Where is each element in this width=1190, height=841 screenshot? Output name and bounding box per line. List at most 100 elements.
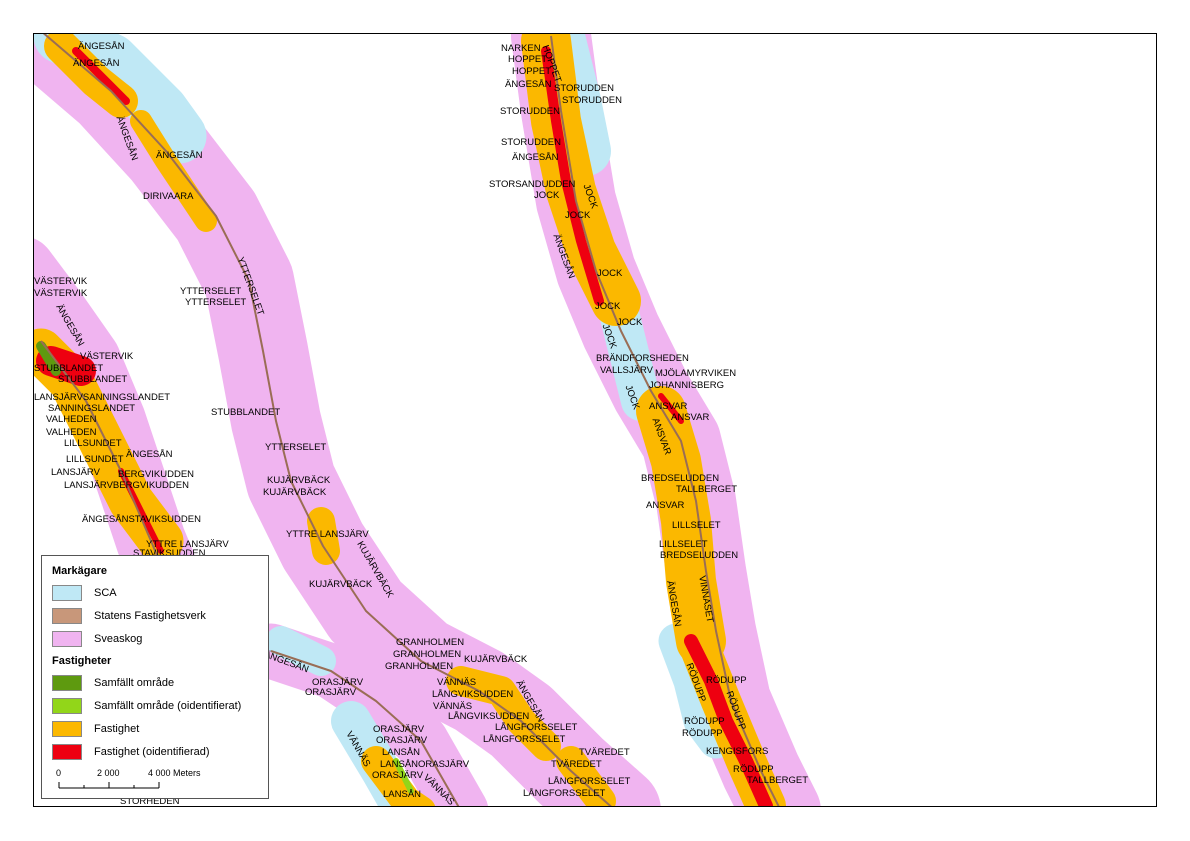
map-label: RÖDUPP (682, 728, 723, 739)
legend-swatch (52, 698, 82, 714)
map-label: RÖDUPP (684, 716, 725, 727)
legend-label: SCA (94, 587, 117, 599)
map-label: YTTRE LANSJÄRV (146, 539, 229, 550)
map-label: ÄNGESÅN (78, 41, 125, 52)
legend-item-sveaskog: Sveaskog (52, 631, 267, 649)
legend-label: Samfällt område (94, 677, 175, 689)
scale-bar: 0 2 000 4 000 Meters (52, 768, 262, 796)
map-label: LILLSELET (659, 539, 708, 550)
map-label: LÅNGVIKSUDDEN (432, 689, 514, 700)
map-label: KENGISFORS (706, 746, 769, 757)
map-label: ÄNGESÅN (156, 150, 203, 161)
map-label: BERGVIKUDDEN (118, 469, 195, 480)
scale-tick-label: 2 000 (97, 768, 120, 778)
map-label: STORUDDEN (562, 95, 622, 106)
map-label: YTTERSELET (265, 442, 327, 453)
legend-label: Samfällt område (oidentifierat) (94, 700, 242, 712)
map-label: TALLBERGET (747, 775, 809, 786)
map-label: ANSVAR (671, 412, 710, 423)
map-label: LÅNGVIKSUDDEN (448, 711, 530, 722)
map-label: HOPPET (508, 54, 548, 65)
map-label: VÄNNÄS (433, 701, 473, 712)
map-label: JOCK (534, 190, 560, 201)
legend-item-fastighet-oid: Fastighet (oidentifierad) (52, 744, 267, 762)
map-label: RÖDUPP (706, 675, 747, 686)
map-label: ORASJÄRV (305, 687, 357, 698)
map-label: LILLSUNDET (66, 454, 124, 465)
map-label: ÄNGESÅN (512, 152, 559, 163)
map-label: NARKEN (501, 43, 541, 54)
map-label: ANSVAR (649, 401, 688, 412)
map-label: YTTRE LANSJÄRV (286, 529, 369, 540)
map-label: JOCK (597, 268, 623, 279)
map-label: STUBBLANDET (58, 374, 128, 385)
map-label: BREDSELUDDEN (660, 550, 739, 561)
map-label: BREDSELUDDEN (641, 473, 720, 484)
map-label: STUBBLANDET (34, 363, 104, 374)
map-label: LÅNGFORSSELET (548, 776, 631, 787)
map-label: RÖDUPP (733, 764, 774, 775)
scale-bar-graphic (58, 782, 160, 789)
legend-heading-owner: Markägare (52, 565, 108, 577)
map-label: STAVIKSUDDEN (133, 548, 206, 559)
samfallt-area (36, 341, 414, 794)
map-label: GRANHOLMEN (396, 637, 465, 648)
map-label: KUJÄRVBÄCK (309, 579, 373, 590)
map-label: TALLBERGET (676, 484, 738, 495)
legend-swatch (52, 675, 82, 691)
map-label: ORASJÄRV (372, 770, 424, 781)
map-label: LANSJÄRV (51, 467, 100, 478)
legend-swatch (52, 744, 82, 760)
map-label: KUJÄRVBÄCK (464, 654, 528, 665)
map-label: VÄSTERVIK (34, 276, 88, 287)
map-label: JOHANNISBERG (649, 380, 724, 391)
map-label: GRANHOLMEN (385, 661, 454, 672)
map-label: GRANHOLMEN (393, 649, 462, 660)
map-label: VÄSTERVIK (80, 351, 134, 362)
map-label: LÅNGFORSSELET (523, 788, 606, 799)
legend-item-fastighet: Fastighet (52, 721, 267, 739)
legend-item-statens: Statens Fastighetsverk (52, 608, 267, 626)
map-label: VALHEDEN (46, 414, 97, 425)
map-label: KUJÄRVBÄCK (263, 487, 327, 498)
map-label: VALHEDEN (46, 427, 97, 438)
map-label: ORASJÄRV (373, 724, 425, 735)
legend-label: Fastighet (94, 723, 140, 735)
map-label: JOCK (617, 317, 643, 328)
map-label: LANSÅN (382, 747, 421, 758)
map-label: STORSANDUDDEN (489, 179, 576, 190)
scale-tick-label: 4 000 Meters (148, 768, 201, 778)
map-label: LANSÅN (383, 789, 422, 800)
map-label: LANSJÄRVSANNINGSLANDET (34, 392, 171, 403)
map-label: YTTERSELET (180, 286, 242, 297)
map-label: LÅNGFORSSELET (495, 722, 578, 733)
map-label: ORASJÄRV (376, 735, 428, 746)
map-label: VÄSTERVIK (34, 288, 88, 299)
map-label: ÄNGESÅN (505, 79, 552, 90)
map-label: STORUDDEN (500, 106, 560, 117)
legend-swatch (52, 631, 82, 647)
legend-label: Fastighet (oidentifierad) (94, 746, 210, 758)
map-label: JOCK (595, 301, 621, 312)
map-label: VÄNNÄS (437, 677, 477, 688)
map-label: HOPPET (512, 66, 552, 77)
legend-label: Sveaskog (94, 633, 143, 645)
map-label: STORUDDEN (501, 137, 561, 148)
map-label: BRÄNDFORSHEDEN (596, 353, 689, 364)
legend-swatch (52, 721, 82, 737)
scale-tick-label: 0 (56, 768, 62, 778)
map-canvas[interactable] (34, 34, 1157, 807)
map-label: TVÄREDET (551, 759, 602, 770)
legend-item-samfallt: Samfällt område (52, 675, 267, 693)
legend-swatch (52, 585, 82, 601)
map-label: MJÖLAMYRVIKEN (655, 368, 737, 379)
map-label: ORASJÄRV (312, 677, 364, 688)
map-label: LANSÅNORASJÄRV (380, 759, 470, 770)
map-label: ÄNGESÅN (126, 449, 173, 460)
legend-label: Statens Fastighetsverk (94, 610, 206, 622)
map-label: STORUDDEN (554, 83, 614, 94)
legend-heading-property: Fastigheter (52, 655, 112, 667)
map-legend: Markägare SCA Statens Fastighetsverk Sve… (41, 555, 269, 799)
map-label: VALLSJÄRV (600, 365, 653, 376)
map-label: LILLSELET (672, 520, 721, 531)
